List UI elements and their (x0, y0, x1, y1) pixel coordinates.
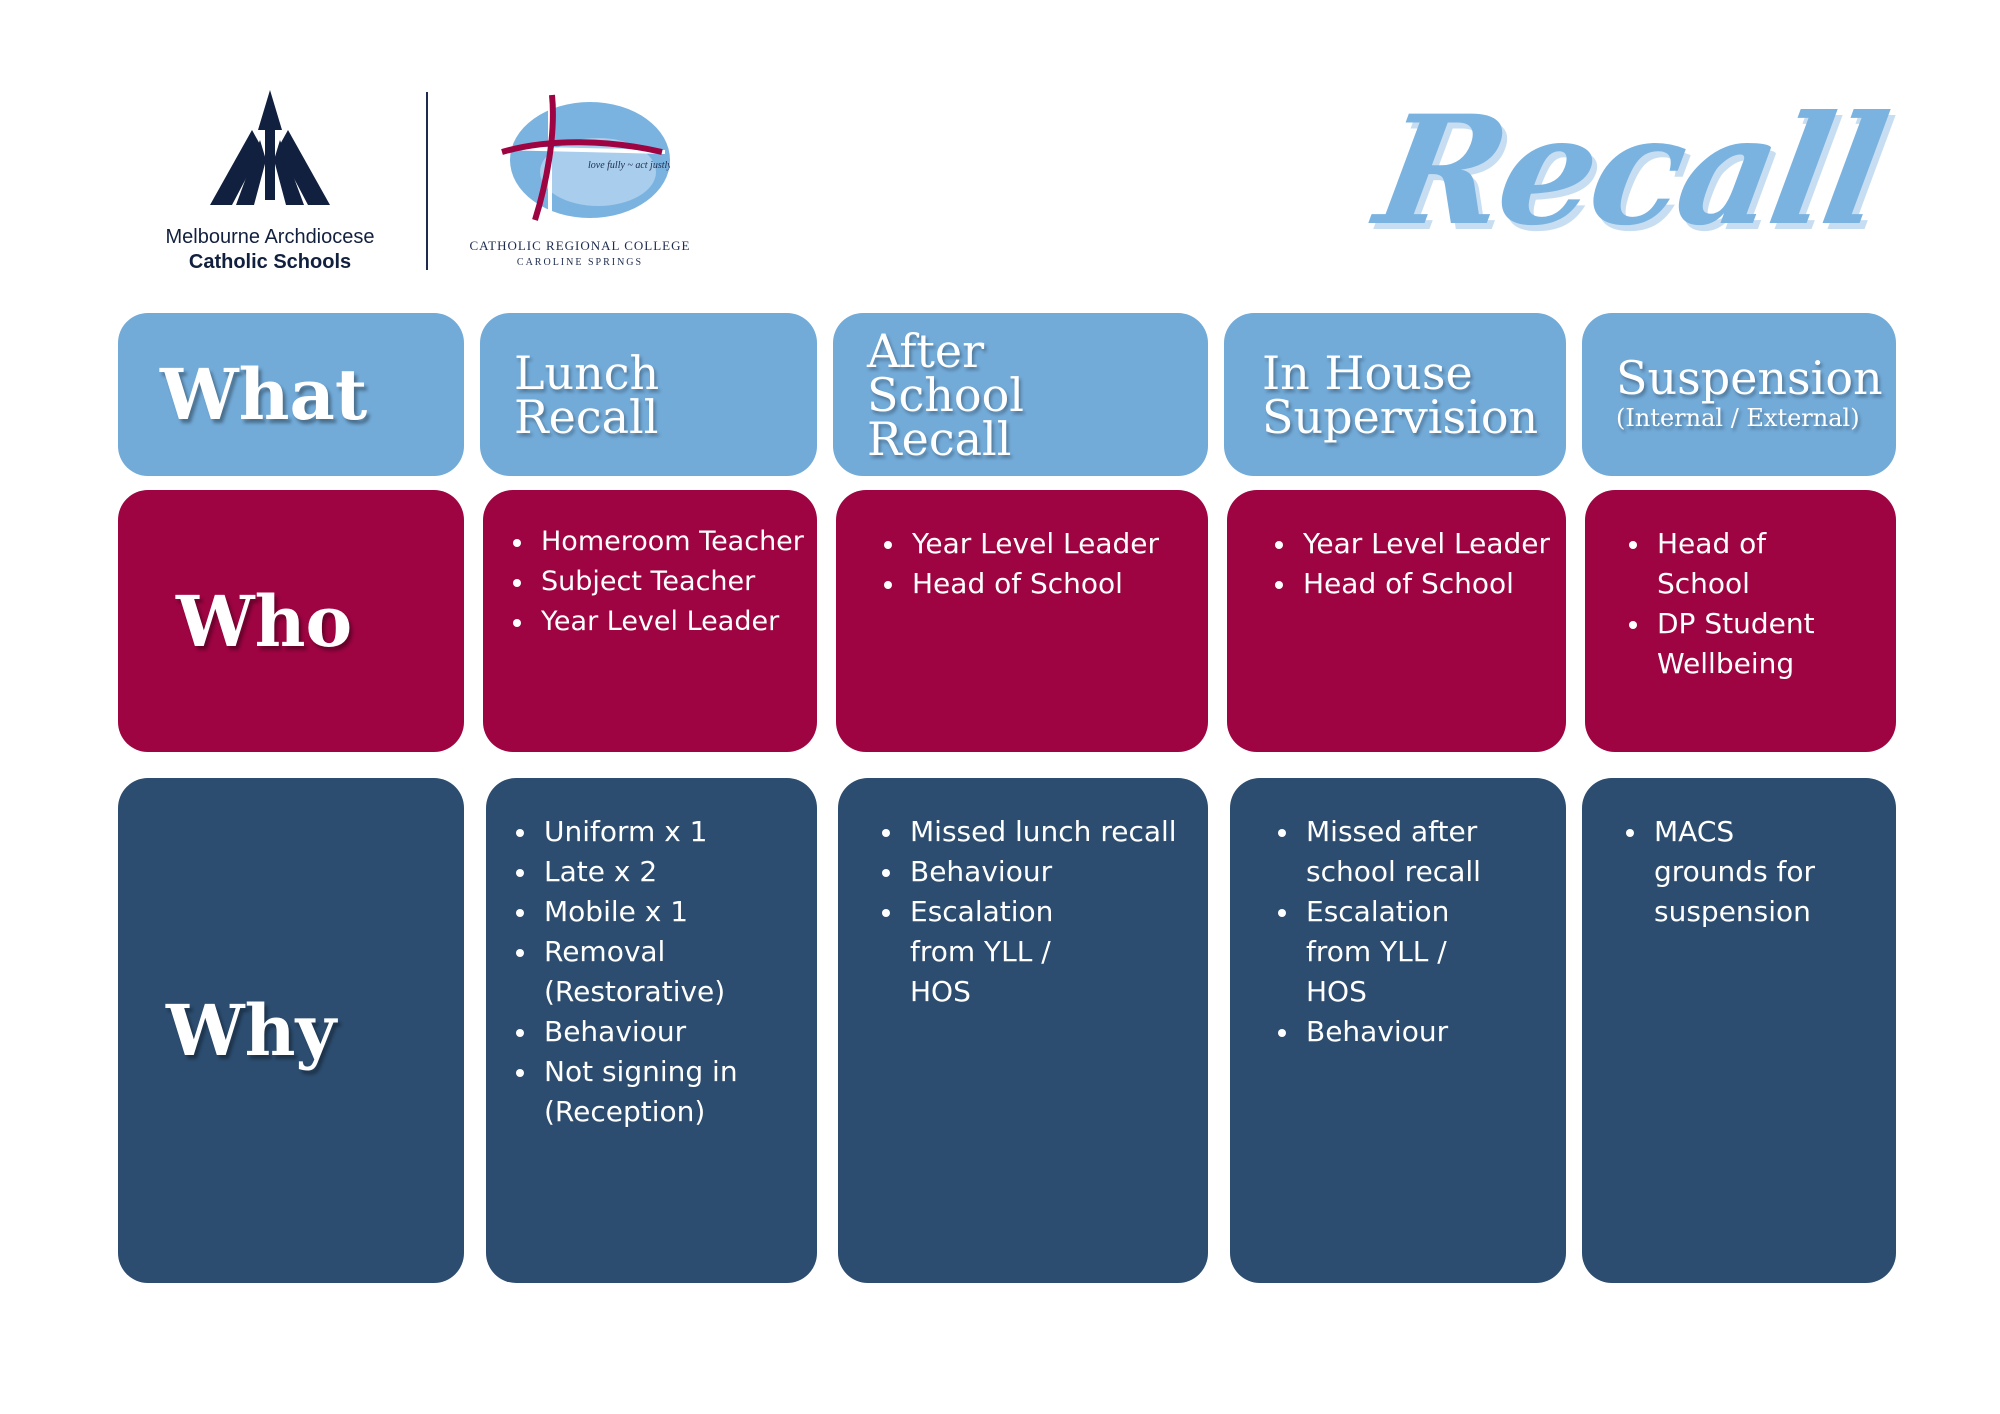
list-item: Head of School (884, 564, 1196, 604)
why-cell-lunch-recall: Uniform x 1 Late x 2 Mobile x 1 Removal … (486, 778, 817, 1283)
list-item: Removal (Restorative) (516, 932, 777, 1012)
list-item: MACS grounds for suspension (1626, 812, 1856, 932)
list-item: Escalation from YLL / HOS (1278, 892, 1536, 1012)
list-item: Homeroom Teacher (513, 522, 805, 562)
list-item: Head of School (1275, 564, 1554, 604)
why-cell-in-house-supervision: Missed after school recall Escalation fr… (1230, 778, 1566, 1283)
who-cell-in-house-supervision: Year Level Leader Head of School (1227, 490, 1566, 752)
why-cell-suspension: MACS grounds for suspension (1582, 778, 1896, 1283)
macs-name-line1: Melbourne Archdiocese (165, 226, 375, 248)
macs-name-line2: Catholic Schools (188, 251, 352, 273)
crc-name-line2: CAROLINE SPRINGS (516, 257, 644, 268)
list-item: Uniform x 1 (516, 812, 777, 852)
crc-motto: love fully ~ act justly (588, 160, 670, 171)
column-head-suspension: Suspension (Internal / External) (1582, 313, 1896, 476)
why-list: Missed lunch recall Behaviour Escalation… (838, 778, 1208, 1012)
list-item: Missed after school recall (1278, 812, 1536, 892)
list-item: Behaviour (516, 1012, 777, 1052)
who-list: Year Level Leader Head of School (1227, 490, 1566, 604)
list-item: Missed lunch recall (882, 812, 1188, 852)
who-list: Year Level Leader Head of School (836, 490, 1208, 604)
who-list: Head of School DP Student Wellbeing (1585, 490, 1896, 684)
why-list: Uniform x 1 Late x 2 Mobile x 1 Removal … (486, 778, 817, 1132)
list-item: Behaviour (1278, 1012, 1536, 1052)
list-item: Year Level Leader (1275, 524, 1554, 564)
column-head-in-house-supervision: In House Supervision (1224, 313, 1566, 476)
macs-emblem-icon (210, 90, 330, 205)
why-list: MACS grounds for suspension (1582, 778, 1896, 932)
column-head-title: Suspension (1616, 350, 1883, 405)
who-list: Homeroom Teacher Subject Teacher Year Le… (483, 490, 817, 642)
who-cell-lunch-recall: Homeroom Teacher Subject Teacher Year Le… (483, 490, 817, 752)
list-item: Escalation from YLL / HOS (882, 892, 1188, 1012)
who-cell-suspension: Head of School DP Student Wellbeing (1585, 490, 1896, 752)
macs-logo: Melbourne Archdiocese Catholic Schools (150, 90, 390, 280)
row-label-what-text: What (160, 353, 368, 436)
row-label-what: What (118, 313, 464, 476)
row-label-who-text: Who (176, 579, 353, 663)
row-label-why-text: Why (166, 989, 337, 1072)
column-head-after-school-recall: After School Recall (833, 313, 1208, 476)
list-item: DP Student Wellbeing (1629, 604, 1866, 684)
row-label-why: Why (118, 778, 464, 1283)
logo-divider (426, 92, 428, 270)
why-cell-after-school-recall: Missed lunch recall Behaviour Escalation… (838, 778, 1208, 1283)
column-head-lunch-recall: Lunch Recall (480, 313, 817, 476)
column-head-subtitle: (Internal / External) (1616, 403, 1860, 432)
list-item: Mobile x 1 (516, 892, 777, 932)
row-label-who: Who (118, 490, 464, 752)
list-item: Year Level Leader (884, 524, 1196, 564)
crc-logo: love fully ~ act justly CATHOLIC REGIONA… (460, 90, 700, 280)
list-item: Year Level Leader (513, 602, 805, 642)
list-item: Subject Teacher (513, 562, 805, 602)
list-item: Not signing in (Reception) (516, 1052, 777, 1132)
list-item: Behaviour (882, 852, 1188, 892)
column-head-title: After School Recall (867, 323, 1025, 466)
why-list: Missed after school recall Escalation fr… (1230, 778, 1566, 1052)
list-item: Head of School (1629, 524, 1866, 604)
list-item: Late x 2 (516, 852, 777, 892)
column-head-title: Lunch Recall (514, 345, 660, 444)
who-cell-after-school-recall: Year Level Leader Head of School (836, 490, 1208, 752)
crc-emblem-icon: love fully ~ act justly (499, 90, 670, 230)
page-title: Recall (1365, 83, 1896, 259)
crc-name-line1: CATHOLIC REGIONAL COLLEGE (469, 238, 691, 253)
column-head-title: In House Supervision (1262, 345, 1539, 444)
